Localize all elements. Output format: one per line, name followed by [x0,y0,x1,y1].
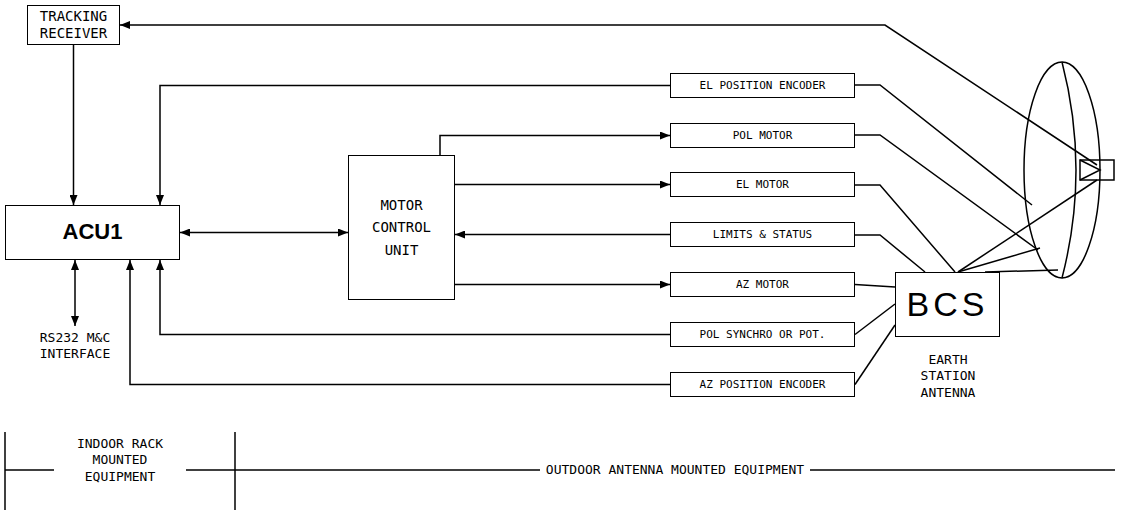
dish-support [958,248,1040,272]
connector [180,232,348,234]
connector [73,45,75,205]
receiver-box: TRACKING RECEIVER [27,5,120,45]
feed-horn [1080,160,1100,180]
rs232-line [74,260,76,326]
pedestal-box: BCS [895,272,1000,337]
box-label: TRACKING RECEIVER [34,8,113,42]
signal-box: EL POSITION ENCODER [670,73,855,98]
connector [855,304,895,335]
section-label: INDOOR RACK MOUNTED EQUIPMENT [54,436,186,485]
box-label: AZ MOTOR [736,278,789,291]
signal-box: EL MOTOR [670,172,855,197]
box-label: POL MOTOR [733,129,793,142]
connector [440,136,670,156]
divider [4,432,6,510]
box-label: ACU1 [63,219,123,245]
connector [455,284,670,286]
antenna-feed [1080,160,1114,180]
section-label: OUTDOOR ANTENNA MOUNTED EQUIPMENT [540,462,810,478]
motor-control-box: MOTOR CONTROL UNIT [348,155,455,300]
box-label: EL POSITION ENCODER [700,79,826,92]
signal-box: POL SYNCHRO OR POT. [670,322,855,347]
control-line [855,235,925,272]
box-label: POL SYNCHRO OR POT. [700,328,826,341]
rf-line [120,25,1097,165]
box-label: BCS [907,284,989,325]
dish-rim [1062,62,1076,278]
controller-box: ACU1 [5,205,180,260]
connector [855,325,895,385]
interface-label: RS232 M&C INTERFACE [34,330,116,363]
box-label: MOTOR CONTROL UNIT [355,194,448,261]
connector [455,184,670,186]
control-line [855,135,1038,250]
box-label: AZ POSITION ENCODER [700,378,826,391]
control-line [855,185,955,272]
signal-box: LIMITS & STATUS [670,222,855,247]
antenna-dish [1024,62,1100,278]
signal-box: AZ POSITION ENCODER [670,372,855,397]
feed-strut [958,180,1097,272]
connector [855,285,895,288]
box-label: EL MOTOR [736,178,789,191]
divider [234,432,236,510]
connector [455,234,670,236]
signal-box: AZ MOTOR [670,272,855,297]
box-label: LIMITS & STATUS [713,228,812,241]
signal-box: POL MOTOR [670,123,855,148]
antenna-label: EARTH STATION ANTENNA [915,352,982,401]
